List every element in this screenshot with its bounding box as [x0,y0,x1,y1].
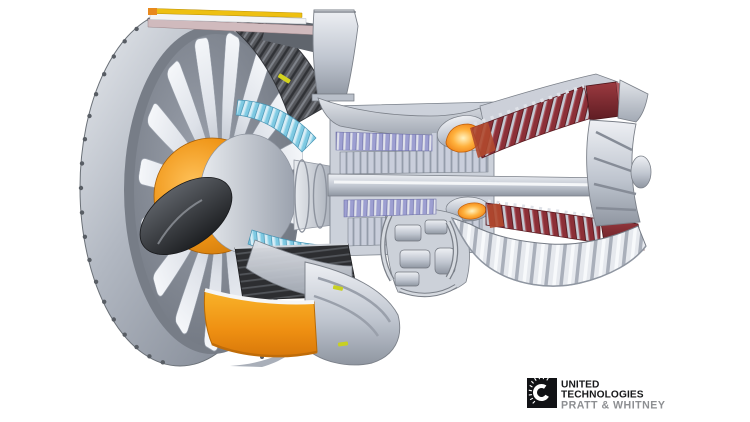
fan-case-top [147,8,344,58]
fan-cowl-orange [203,288,318,358]
logo-line-technologies: TECHNOLOGIES [561,390,644,401]
bypass-duct-lower [234,239,401,366]
logo-mark-square [527,378,557,408]
gear-sunburst-icon [528,376,550,404]
logo-line-pratt-whitney: PRATT & WHITNEY [561,400,665,412]
accessory-gearbox [380,207,470,298]
united-technologies-logo: UNITED TECHNOLOGIES PRATT & WHITNEY [527,376,665,412]
accent-marks [277,73,349,347]
combustor [445,123,487,220]
compressor-stator-rows-upper [339,149,489,175]
engine-mount-pylon [311,9,359,102]
logo-line-united: UNITED [561,380,600,391]
high-pressure-compressor [335,131,437,218]
exhaust-section [451,79,652,287]
fan-hub-and-spinner [139,133,343,256]
